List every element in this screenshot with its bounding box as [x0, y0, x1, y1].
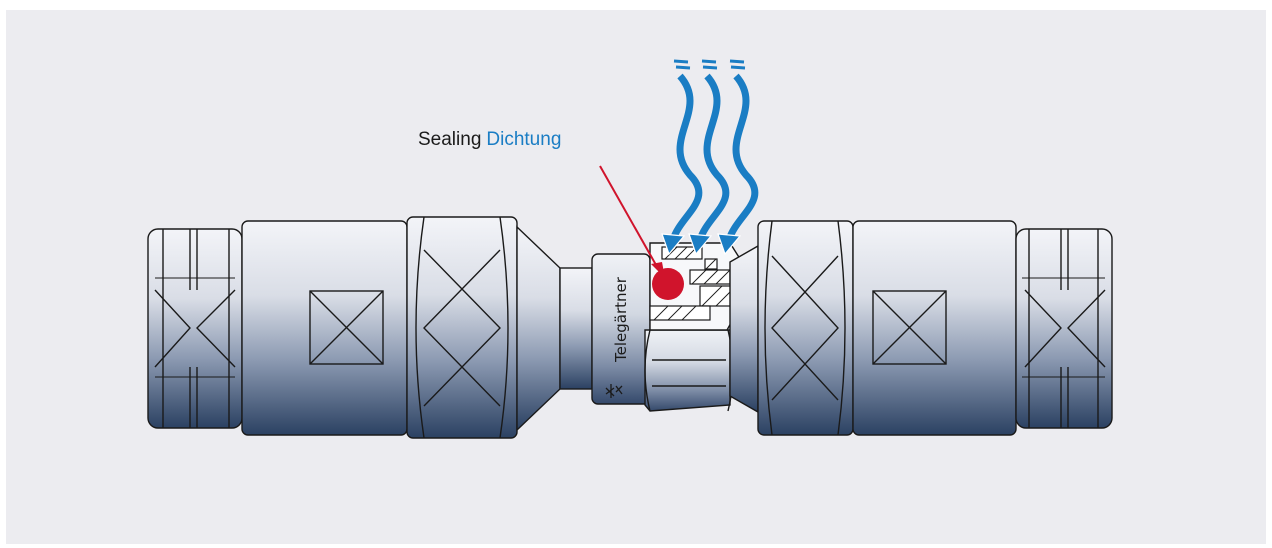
brand-label: Telegärtner: [612, 276, 630, 363]
water-arrowheads: [661, 233, 742, 256]
right-connector: [729, 220, 1113, 436]
seal-dot-icon: [652, 268, 684, 300]
water-dashes: [673, 59, 746, 70]
seal-pointer-arrow: [599, 165, 661, 273]
sealing-label-en: Sealing: [418, 129, 482, 150]
brand-logo-icon: [605, 384, 623, 398]
left-connector: [147, 216, 593, 439]
wavy-water-arrows-icon: [669, 73, 759, 242]
sealing-label-de: Dichtung: [486, 129, 562, 150]
center-coupling: [591, 242, 745, 412]
